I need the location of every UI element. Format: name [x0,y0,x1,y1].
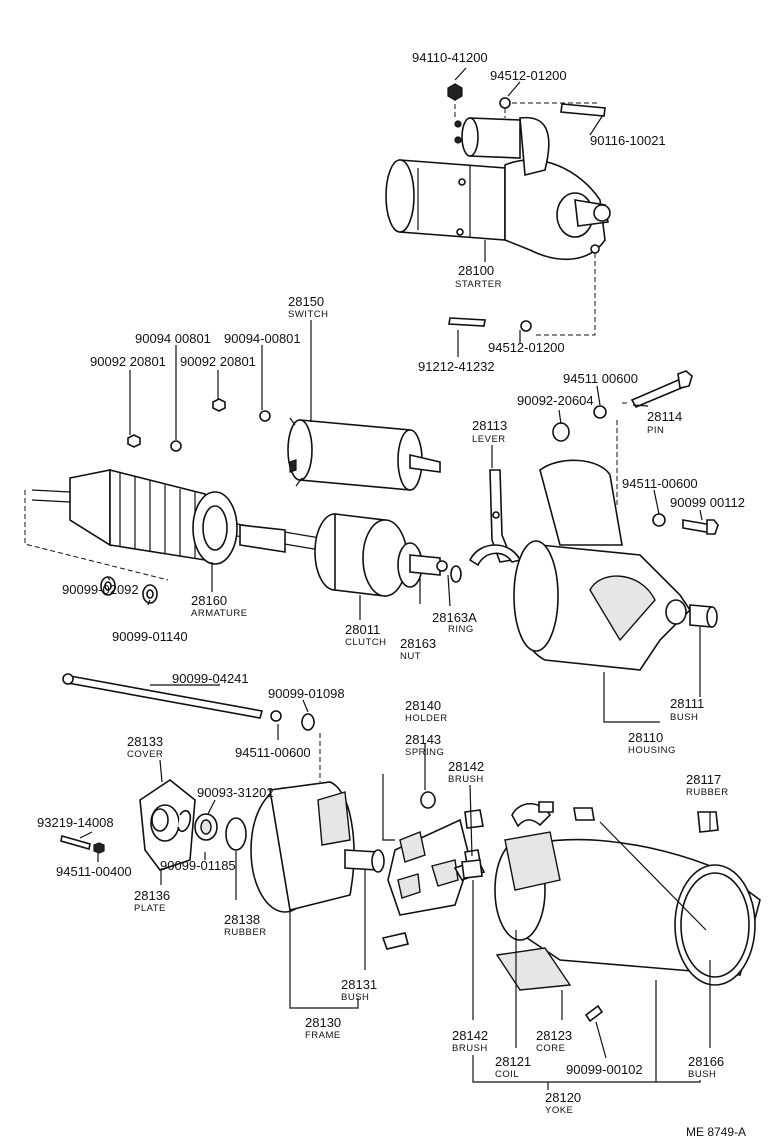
label-90093-31202: 90093-31202 [197,785,274,800]
label-94511-00600-low: 94511-00600 [235,745,311,760]
label-coil: COIL [495,1069,519,1080]
label-28117: 28117 [686,772,721,787]
label-90094-00801-a: 90094 00801 [135,331,211,346]
label-ring: RING [448,624,474,635]
label-94511-00600-mid: 94511-00600 [622,476,698,491]
label-nut: NUT [400,651,421,662]
label-28111: 28111 [670,696,704,711]
label-94511-00600-top: 94511 00600 [563,371,638,386]
label-28166: 28166 [688,1054,724,1069]
label-frame: FRAME [305,1030,341,1041]
label-28131: 28131 [341,977,377,992]
label-94512-01200-bot: 94512-01200 [488,340,565,355]
label-spring: SPRING [405,747,444,758]
label-28150: 28150 [288,294,324,309]
starter-assembly-drawing [385,116,611,261]
label-28121: 28121 [495,1054,531,1069]
label-28140: 28140 [405,698,441,713]
label-90092-20801-b: 90092 20801 [180,354,256,369]
label-91212-41232: 91212-41232 [418,359,495,374]
label-94110-41200: 94110-41200 [412,50,488,65]
label-starter: STARTER [455,279,502,290]
label-28143: 28143 [405,732,441,747]
label-94511-00400: 94511-00400 [56,864,132,879]
label-28133: 28133 [127,734,163,749]
label-28114: 28114 [647,409,682,424]
switch-nuts [127,398,271,452]
label-90099-00102: 90099-00102 [566,1062,643,1077]
label-28113: 28113 [472,418,507,433]
label-28163: 28163 [400,636,436,651]
label-90116-10021: 90116-10021 [590,133,666,148]
label-armature: ARMATURE [191,608,248,619]
starter-dashed-leaders [454,96,600,336]
label-28163a: 28163A [432,610,477,625]
label-switch: SWITCH [288,309,328,320]
label-holder: HOLDER [405,713,448,724]
label-28130: 28130 [305,1015,341,1030]
label-cover: COVER [127,749,163,760]
label-90099-01140: 90099-01140 [112,629,188,644]
housing-drawing [513,459,718,671]
label-lever: LEVER [472,434,506,445]
label-28123: 28123 [536,1028,572,1043]
label-28142-bot: 28142 [452,1028,488,1043]
armature-washers [24,490,169,604]
label-brush-top: BRUSH [448,774,484,785]
label-pin: PIN [647,425,664,436]
reference-code: ME 8749-A [686,1125,746,1139]
label-clutch: CLUTCH [345,637,387,648]
label-brush-bot: BRUSH [452,1043,488,1054]
brush-part [461,809,484,879]
frame-drawing [250,781,385,913]
part-labels: 94110-41200 94512-01200 90116-10021 2810… [37,50,746,1139]
label-90099-01185: 90099-01185 [160,858,236,873]
through-bolt [62,673,321,782]
label-28120: 28120 [545,1090,581,1105]
cover-drawing [60,779,247,871]
label-90099-04241: 90099-04241 [172,671,249,686]
label-yoke: YOKE [545,1105,573,1116]
label-90092-20801-a: 90092 20801 [90,354,166,369]
label-94512-01200-top: 94512-01200 [490,68,567,83]
label-bush-housing: BUSH [670,712,698,723]
label-housing: HOUSING [628,745,676,756]
label-90092-20604: 90092-20604 [517,393,594,408]
brush-holder-drawing [381,774,486,950]
label-bush-frame: BUSH [341,992,369,1003]
armature-drawing [31,468,321,565]
label-bush-yoke: BUSH [688,1069,716,1080]
yoke-drawing [494,801,761,1023]
label-28138: 28138 [224,912,260,927]
label-90099-02092: 90099-02092 [62,582,139,597]
housing-fasteners [552,370,719,535]
label-28100: 28100 [458,263,494,278]
label-90099-01098: 90099-01098 [268,686,345,701]
label-28136: 28136 [134,888,170,903]
label-93219-14008: 93219-14008 [37,815,114,830]
switch-drawing [287,417,441,491]
label-28011: 28011 [345,622,380,637]
label-28110: 28110 [628,730,663,745]
label-core: CORE [536,1043,565,1054]
label-90099-00112: 90099 00112 [670,495,745,510]
label-plate: PLATE [134,903,166,914]
label-rubber: RUBBER [224,927,267,938]
label-28142-top: 28142 [448,759,484,774]
label-90094-00801-b: 90094-00801 [224,331,301,346]
top-fasteners [447,83,606,332]
lever-drawing [468,469,522,567]
label-rubber-top: RUBBER [686,787,729,798]
clutch-drawing [314,513,462,597]
label-28160: 28160 [191,593,227,608]
leader-lines [79,67,711,1090]
